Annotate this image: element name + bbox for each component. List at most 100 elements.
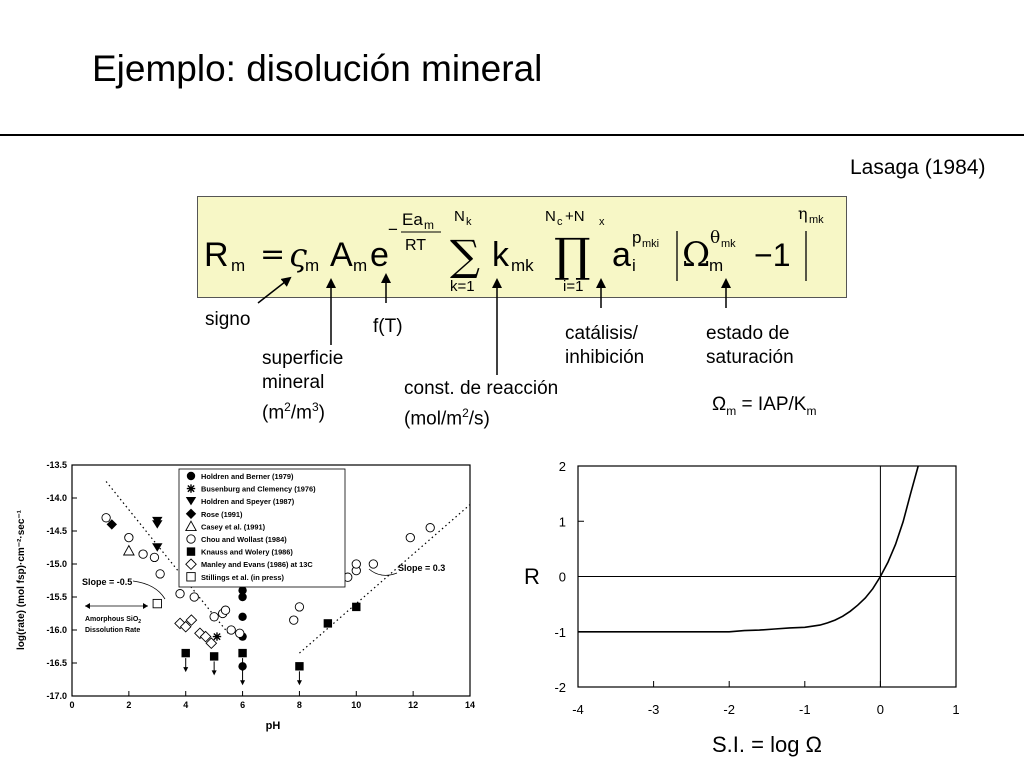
eq-omega-sub: m <box>709 256 723 275</box>
left-point-5-19 <box>425 523 435 533</box>
left-y-tick-label-5: -16.0 <box>46 625 67 635</box>
eq-omega-symbol: Ω <box>682 235 710 275</box>
left-legend-label-3: Rose (1991) <box>201 510 243 519</box>
left-point-5-2 <box>138 549 148 559</box>
left-legend-label-8: Stillings et al. (in press) <box>201 573 284 582</box>
left-legend: Holdren and Berner (1979)Busenburg and C… <box>185 471 316 582</box>
eq-a-sup: p <box>632 228 641 247</box>
left-point-5-16 <box>351 559 361 569</box>
left-point-5-13 <box>294 602 305 612</box>
left-point-5-6 <box>189 592 199 602</box>
feldspar-rate-chart: -13.5-14.0-14.5-15.0-15.5-16.0-16.5-17.0… <box>16 460 475 732</box>
left-point-5-7 <box>209 612 219 622</box>
right-y-tick-label-2: 0 <box>559 570 566 585</box>
left-x-tick-label-4: 8 <box>297 700 302 710</box>
left-point-7-0 <box>174 617 186 630</box>
label-const-line1: const. de reacción <box>404 378 559 399</box>
left-point-4-0 <box>122 544 135 556</box>
left-data-points <box>101 513 435 671</box>
left-legend-marker-8 <box>186 572 196 582</box>
left-legend-marker-4 <box>185 520 197 532</box>
label-ft: f(T) <box>373 316 403 337</box>
eq-exp-den: RT <box>405 237 426 254</box>
left-point-2-2 <box>152 543 163 552</box>
eq-k-sub: mk <box>511 256 534 275</box>
left-trend-line-1 <box>299 504 471 654</box>
left-upper-limit-head-0 <box>183 667 189 673</box>
rate-equation: R m = ς m A m e − Ea m RT N k ∑ k=1 k mk… <box>204 204 824 295</box>
eq-k-symbol: k <box>492 236 510 274</box>
right-x-tick-label-4: 0 <box>877 702 884 717</box>
left-y-tick-label-0: -13.5 <box>46 460 67 470</box>
right-x-tick-label-2: -2 <box>723 702 735 717</box>
eq-sum-lower: k=1 <box>450 278 475 295</box>
right-y-ticks: 210-1-2 <box>554 459 584 695</box>
left-point-0-4 <box>238 662 247 671</box>
left-legend-marker-7 <box>185 558 197 571</box>
eq-exp-num: Ea <box>402 210 423 229</box>
label-catalisis-line1: catálisis/ <box>565 323 638 344</box>
left-point-6-1 <box>209 652 219 661</box>
left-point-0-2 <box>238 612 247 621</box>
left-upper-limit-head-4 <box>296 680 302 686</box>
left-x-tick-label-1: 2 <box>126 700 131 710</box>
right-y-tick-label-0: 2 <box>559 459 566 474</box>
left-amorphous-label-1: Amorphous SiO2 <box>85 616 141 625</box>
eq-sign-sub: m <box>305 256 319 275</box>
right-y-tick-label-3: -1 <box>554 625 566 640</box>
left-legend-label-2: Holdren and Speyer (1987) <box>201 497 295 506</box>
eq-prod-upper-a: N <box>545 208 556 225</box>
left-legend-marker-1 <box>186 484 196 493</box>
left-slope-left-label: Slope = -0.5 <box>82 577 132 587</box>
eq-a-symbol: a <box>612 236 631 274</box>
left-amorphous-label-2: Dissolution Rate <box>85 627 140 634</box>
left-point-7-3 <box>194 627 206 640</box>
left-point-5-5 <box>175 589 185 599</box>
right-x-tick-label-3: -1 <box>799 702 811 717</box>
right-x-tick-label-0: -4 <box>572 702 584 717</box>
left-y-ticks: -13.5-14.0-14.5-15.0-15.5-16.0-16.5-17.0 <box>46 460 77 701</box>
left-point-5-12 <box>289 615 299 625</box>
left-y-tick-label-6: -16.5 <box>46 658 67 668</box>
left-x-tick-label-0: 0 <box>69 700 74 710</box>
left-legend-marker-5 <box>186 534 196 544</box>
left-point-6-2 <box>238 648 247 658</box>
eq-exp-minus: − <box>388 220 398 239</box>
left-legend-marker-6 <box>186 547 196 556</box>
eq-minus-one: −1 <box>754 237 790 273</box>
label-catalisis: catálisis/ inhibición <box>565 322 644 370</box>
eq-omega-sup: θ <box>710 228 720 248</box>
left-point-6-3 <box>295 662 304 671</box>
left-point-5-4 <box>155 569 165 579</box>
eq-equals: = <box>260 237 285 272</box>
right-ylabel: R <box>524 564 540 589</box>
left-point-7-2 <box>185 614 198 626</box>
label-catalisis-line2: inhibición <box>565 347 645 368</box>
left-point-5-11 <box>235 628 245 638</box>
left-point-5-18 <box>405 532 415 543</box>
right-xlabel: S.I. = log Ω <box>712 732 822 757</box>
left-legend-label-5: Chou and Wollast (1984) <box>201 535 287 544</box>
right-zero-axes <box>578 466 956 687</box>
left-point-5-9 <box>220 605 231 615</box>
left-legend-label-6: Knauss and Wolery (1986) <box>201 548 293 557</box>
left-point-2-1 <box>152 520 163 529</box>
left-x-tick-label-2: 4 <box>183 700 188 710</box>
label-signo: signo <box>205 309 251 330</box>
left-x-tick-label-3: 6 <box>240 700 245 710</box>
left-point-7-1 <box>179 620 192 633</box>
left-x-tick-label-5: 10 <box>351 700 361 710</box>
left-point-1-0 <box>212 632 222 641</box>
label-estado-line1: estado de <box>706 323 790 344</box>
label-superficie: superficie mineral (m2/m3) <box>262 347 343 425</box>
label-superficie-line3: (m2/m3) <box>262 400 325 424</box>
left-upper-limit-head-3 <box>240 680 246 686</box>
eq-sum-upper: N <box>454 208 465 225</box>
left-slope-left-pointer <box>132 580 166 600</box>
label-omega-definition: Ωm = IAP/Km <box>712 394 817 418</box>
left-x-tick-label-7: 14 <box>465 700 475 710</box>
left-point-0-0 <box>238 586 247 595</box>
